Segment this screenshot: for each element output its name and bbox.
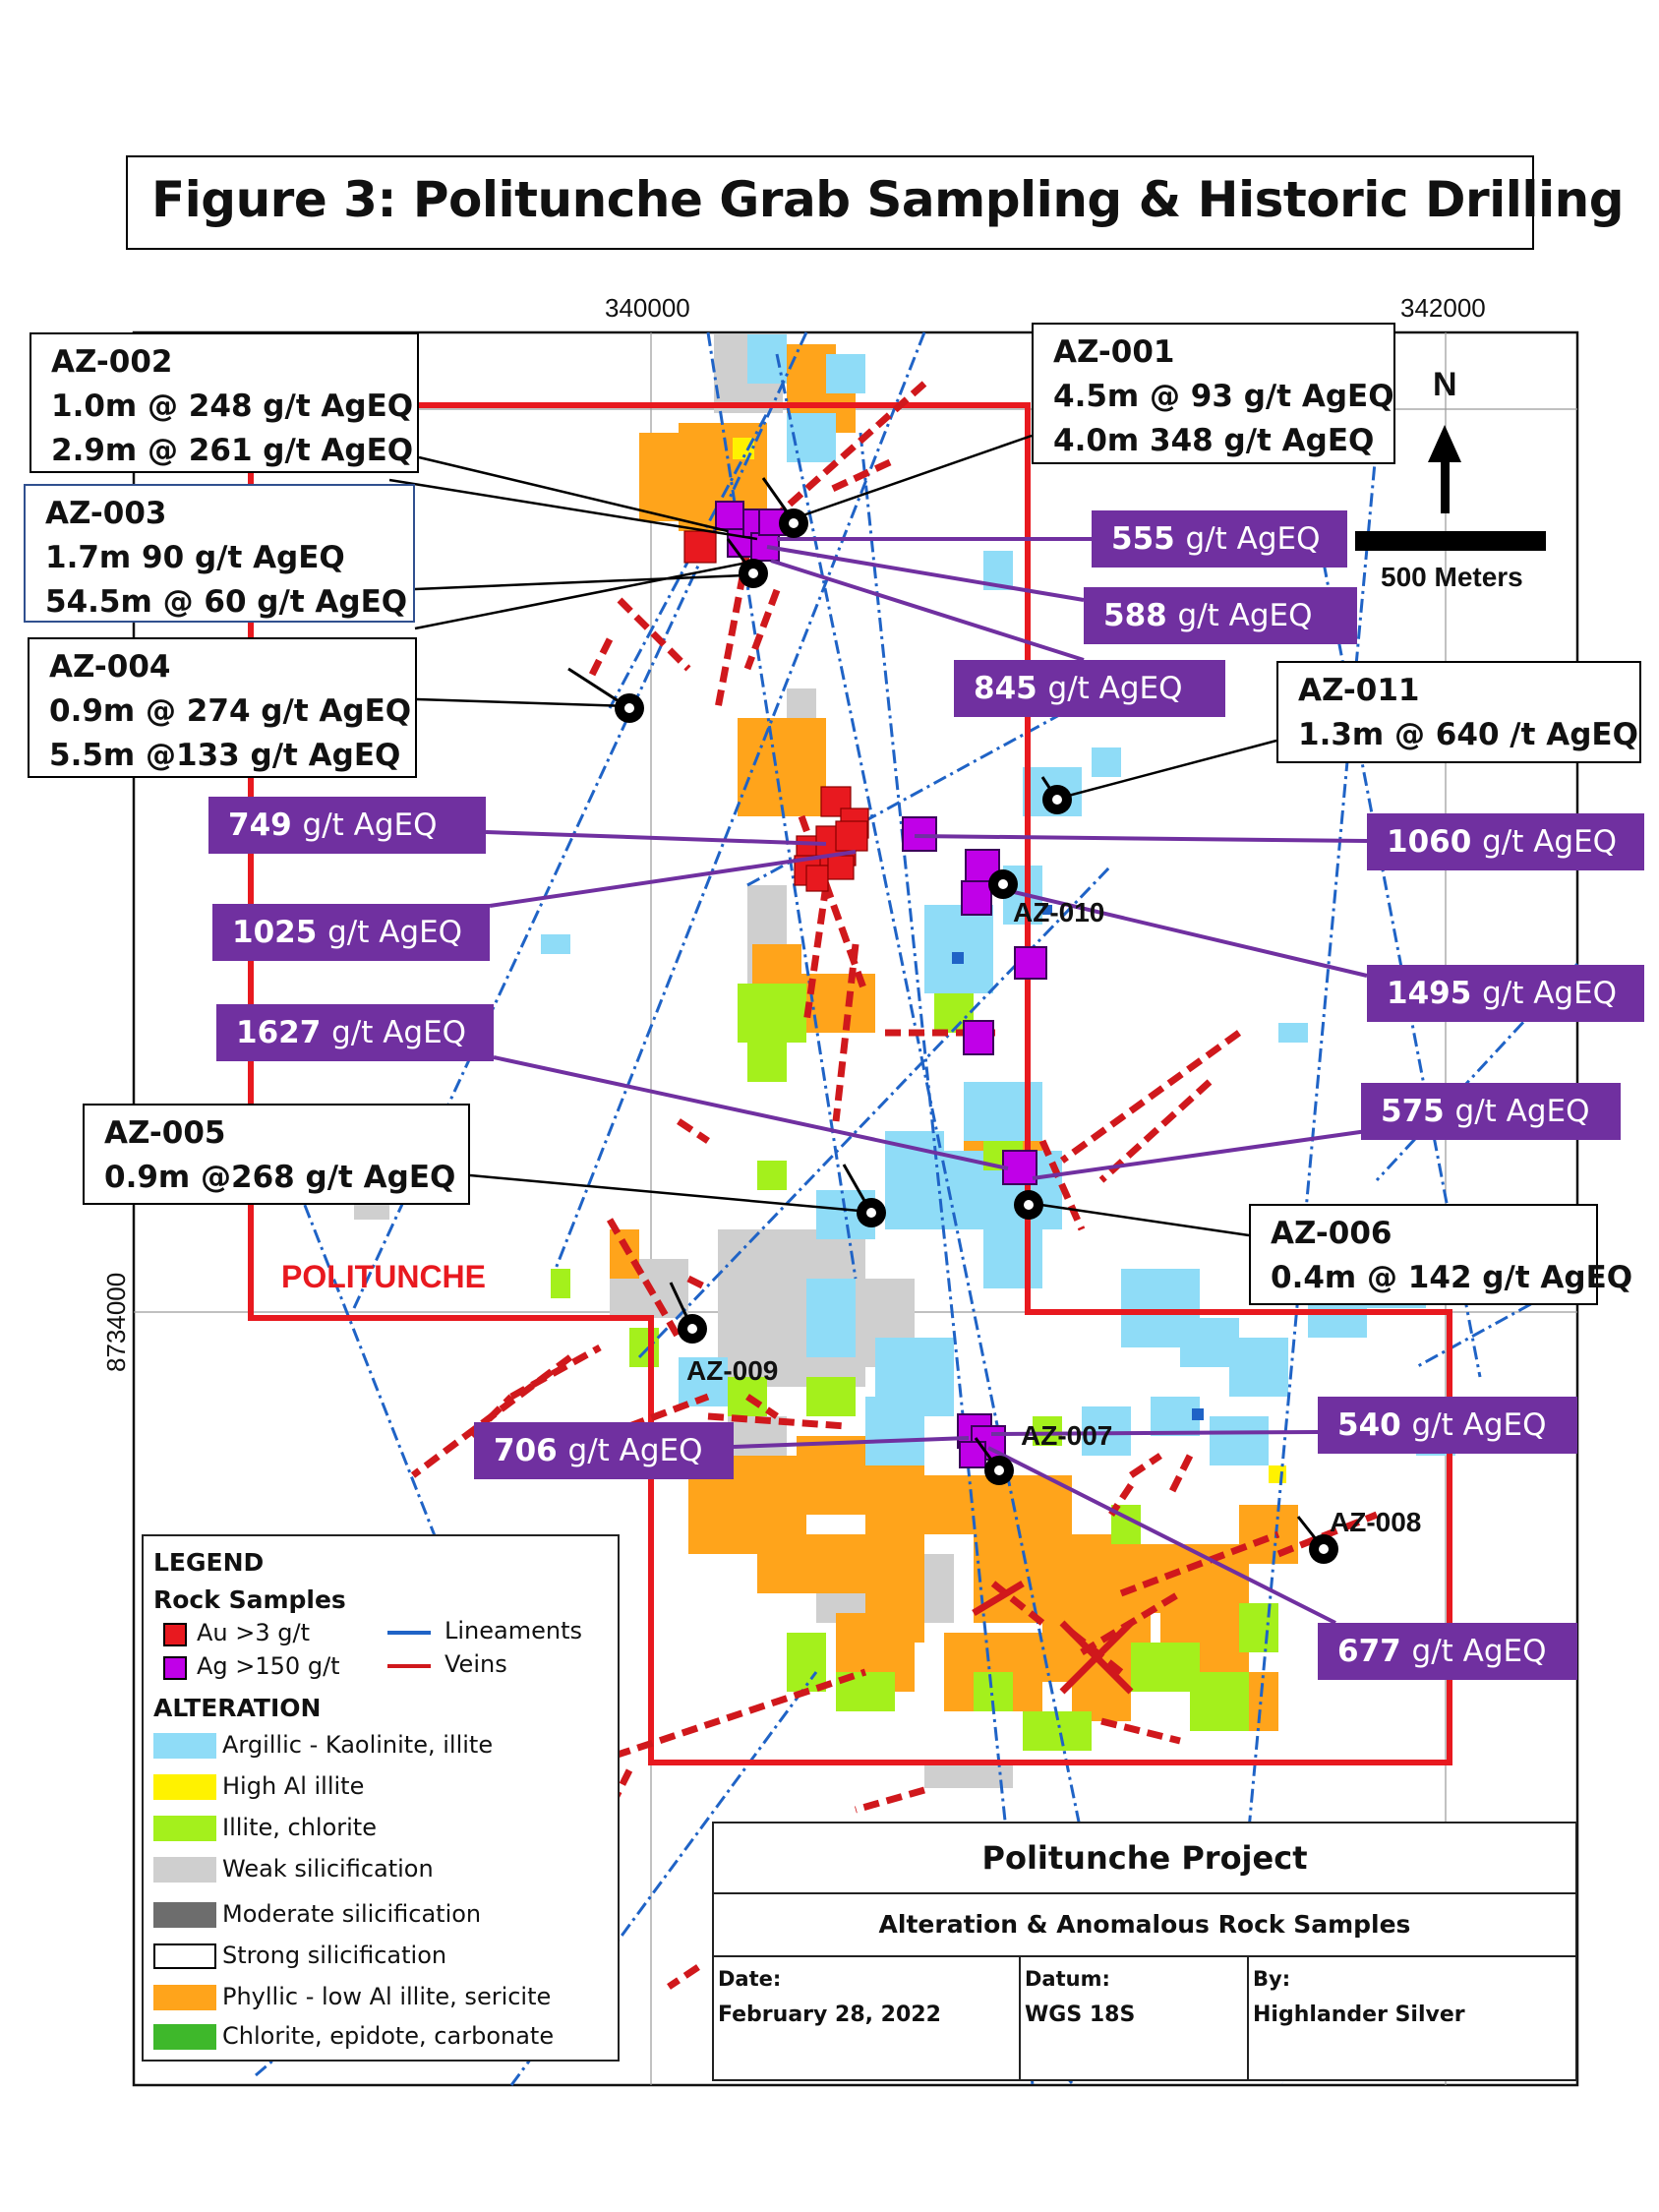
- vein-swatch: [387, 1664, 431, 1668]
- callout-az-003: AZ-003 1.7m 90 g/t AgEQ 54.5m @ 60 g/t A…: [24, 484, 415, 623]
- callout-az-001: AZ-001 4.5m @ 93 g/t AgEQ 4.0m 348 g/t A…: [1032, 323, 1395, 464]
- callout-result: 2.9m @ 261 g/t AgEQ: [51, 433, 414, 468]
- project-area-label: POLITUNCHE: [281, 1259, 486, 1294]
- callout-az-011: AZ-011 1.3m @ 640 /t AgEQ: [1276, 661, 1641, 763]
- sample-box-1060: 1060 g/t AgEQ: [1367, 813, 1644, 870]
- northing-label: 8734000: [101, 1272, 131, 1372]
- legend-au-label: Au >3 g/t: [197, 1619, 310, 1646]
- sample-box-1025: 1025 g/t AgEQ: [212, 904, 490, 961]
- lineament-swatch: [387, 1631, 431, 1635]
- map-legend: LEGEND Rock Samples Au >3 g/t Ag >150 g/…: [142, 1534, 620, 2062]
- callout-az-004: AZ-004 0.9m @ 274 g/t AgEQ 5.5m @133 g/t…: [28, 637, 417, 778]
- scale-bar: [1355, 531, 1546, 551]
- callout-hole: AZ-002: [51, 344, 173, 380]
- sample-box-575: 575 g/t AgEQ: [1361, 1083, 1621, 1140]
- moderate-silicification-swatch: [153, 1902, 216, 1928]
- sample-box-588: 588 g/t AgEQ: [1084, 587, 1357, 644]
- legend-alteration-label: Illite, chlorite: [222, 1814, 377, 1841]
- phyllic-swatch: [153, 1985, 216, 2010]
- by-label: By:: [1253, 1967, 1291, 1991]
- legend-title: LEGEND: [153, 1548, 265, 1577]
- chlorite-epidote-swatch: [153, 2024, 216, 2050]
- ag-swatch: [163, 1656, 187, 1680]
- hole-label-az-010: AZ-010: [1013, 897, 1105, 927]
- argillic-swatch: [153, 1733, 216, 1759]
- callout-hole: AZ-003: [45, 496, 167, 531]
- sample-box-706: 706 g/t AgEQ: [474, 1422, 734, 1479]
- callout-az-005: AZ-005 0.9m @268 g/t AgEQ: [83, 1104, 470, 1205]
- callout-result: 1.0m @ 248 g/t AgEQ: [51, 389, 414, 424]
- callout-result: 0.9m @268 g/t AgEQ: [104, 1160, 456, 1195]
- callout-az-002: AZ-002 1.0m @ 248 g/t AgEQ 2.9m @ 261 g/…: [30, 332, 419, 473]
- sample-box-540: 540 g/t AgEQ: [1318, 1397, 1577, 1454]
- sample-connectors: [485, 537, 1368, 1625]
- callout-result: 0.9m @ 274 g/t AgEQ: [49, 693, 412, 729]
- by-value: Highlander Silver: [1253, 2003, 1465, 2027]
- callout-result: 54.5m @ 60 g/t AgEQ: [45, 584, 408, 620]
- sample-box-845: 845 g/t AgEQ: [954, 660, 1225, 717]
- date-label: Date:: [718, 1967, 782, 1991]
- callout-hole: AZ-005: [104, 1115, 226, 1151]
- sample-box-1495: 1495 g/t AgEQ: [1367, 965, 1644, 1022]
- au-swatch: [163, 1623, 187, 1646]
- callout-result: 0.4m @ 142 g/t AgEQ: [1271, 1260, 1633, 1295]
- project-subtitle: Alteration & Anomalous Rock Samples: [714, 1894, 1575, 1957]
- scale-label: 500 Meters: [1381, 562, 1523, 592]
- datum-cell: Datum: WGS 18S: [1021, 1957, 1249, 2081]
- date-cell: Date: February 28, 2022: [714, 1957, 1021, 2081]
- datum-label: Datum:: [1025, 1967, 1110, 1991]
- datum-value: WGS 18S: [1025, 2003, 1136, 2027]
- sample-box-1627: 1627 g/t AgEQ: [216, 1004, 494, 1061]
- hole-label-az-009: AZ-009: [686, 1355, 779, 1386]
- drill-holes: [567, 477, 1338, 1564]
- callout-result: 1.3m @ 640 /t AgEQ: [1298, 717, 1638, 752]
- legend-lineaments-label: Lineaments: [444, 1617, 582, 1644]
- callout-hole: AZ-001: [1053, 334, 1175, 370]
- legend-alteration-label: Strong silicification: [222, 1942, 447, 1969]
- illite-chlorite-swatch: [153, 1816, 216, 1841]
- hole-label-az-007: AZ-007: [1021, 1420, 1113, 1451]
- sample-box-677: 677 g/t AgEQ: [1318, 1623, 1577, 1680]
- legend-alteration-heading: ALTERATION: [153, 1694, 322, 1722]
- easting-label-right: 342000: [1400, 293, 1486, 323]
- callout-result: 4.5m @ 93 g/t AgEQ: [1053, 379, 1394, 414]
- weak-silicification-swatch: [153, 1857, 216, 1883]
- date-value: February 28, 2022: [718, 2003, 941, 2027]
- legend-alteration-label: High Al illite: [222, 1772, 365, 1800]
- legend-rock-samples-heading: Rock Samples: [153, 1585, 346, 1614]
- legend-alteration-label: Argillic - Kaolinite, illite: [222, 1731, 494, 1759]
- legend-alteration-label: Moderate silicification: [222, 1900, 482, 1928]
- project-title-block: Politunche Project Alteration & Anomalou…: [712, 1822, 1577, 2081]
- north-label: N: [1433, 366, 1457, 403]
- hole-label-az-008: AZ-008: [1330, 1507, 1422, 1537]
- by-cell: By: Highlander Silver: [1249, 1957, 1573, 2081]
- figure-title: Figure 3: Politunche Grab Sampling & His…: [151, 171, 1625, 228]
- legend-alteration-label: Weak silicification: [222, 1855, 434, 1883]
- project-name: Politunche Project: [714, 1823, 1575, 1894]
- callout-result: 1.7m 90 g/t AgEQ: [45, 540, 345, 575]
- sample-box-555: 555 g/t AgEQ: [1092, 510, 1347, 568]
- leader-lines: [388, 434, 1277, 1237]
- north-arrow: [1428, 425, 1461, 513]
- callout-az-006: AZ-006 0.4m @ 142 g/t AgEQ: [1249, 1204, 1633, 1305]
- figure-title-box: Figure 3: Politunche Grab Sampling & His…: [126, 155, 1625, 250]
- callout-hole: AZ-004: [49, 649, 171, 685]
- callout-hole: AZ-006: [1271, 1216, 1392, 1251]
- high-al-illite-swatch: [153, 1774, 216, 1800]
- easting-label-left: 340000: [605, 293, 690, 323]
- callout-result: 4.0m 348 g/t AgEQ: [1053, 423, 1375, 458]
- strong-silicification-swatch: [153, 1943, 216, 1969]
- legend-alteration-label: Phyllic - low Al illite, sericite: [222, 1983, 552, 2010]
- legend-alteration-label: Chlorite, epidote, carbonate: [222, 2022, 555, 2050]
- sample-box-749: 749 g/t AgEQ: [208, 797, 486, 854]
- legend-veins-label: Veins: [444, 1650, 507, 1678]
- callout-hole: AZ-011: [1298, 673, 1420, 708]
- callout-result: 5.5m @133 g/t AgEQ: [49, 738, 401, 773]
- legend-ag-label: Ag >150 g/t: [197, 1652, 340, 1680]
